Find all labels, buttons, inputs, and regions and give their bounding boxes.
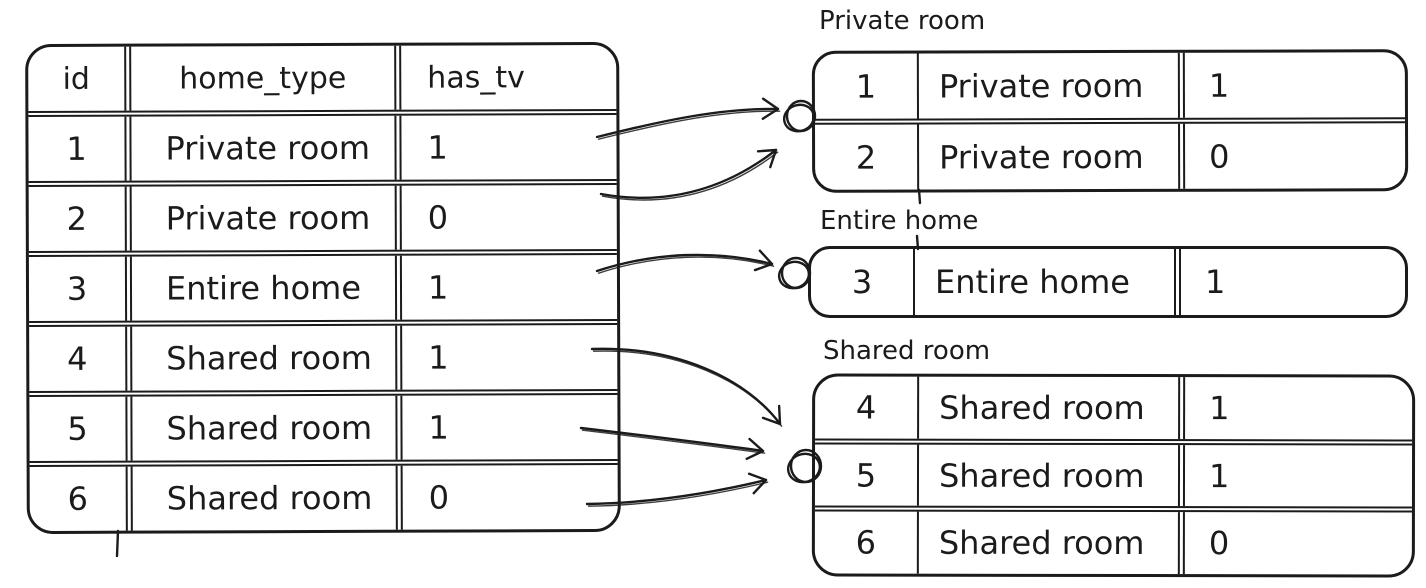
cell-has-tv: 1 <box>427 268 449 307</box>
cell-has-tv: 1 <box>1208 66 1230 105</box>
cell-home-type: Shared room <box>918 444 1186 507</box>
cell-home-type: Shared room <box>918 512 1185 575</box>
cell-id: 4 <box>29 326 133 392</box>
cell-home-type: Shared room <box>132 395 403 461</box>
group-label-shared-room: Shared room <box>823 336 991 366</box>
cell-id: 6 <box>29 466 133 532</box>
cell-home-type: Shared room <box>919 376 1186 439</box>
cell-has-tv: 1 <box>427 128 448 167</box>
table-row: 4 Shared room 1 <box>815 376 1413 446</box>
cell-has-tv: 1 <box>428 408 449 447</box>
cell-id: 6 <box>814 511 919 574</box>
column-header-id: id <box>28 46 132 112</box>
cell-id: 3 <box>28 256 133 322</box>
table-row: 1 Private room 1 <box>814 52 1406 125</box>
column-header-has-tv: has_tv <box>427 59 525 96</box>
cell-id: 3 <box>811 249 915 315</box>
cell-home-type: Shared room <box>132 325 403 391</box>
cell-id: 2 <box>28 186 132 252</box>
cell-home-type: Private room <box>918 52 1185 119</box>
table-row: 2 Private room 0 <box>28 184 617 258</box>
source-table: id home_type has_tv 1 Private room 1 2 P… <box>25 41 621 535</box>
table-row: 6 Shared room 0 <box>29 465 618 532</box>
table-row: 4 Shared room 1 <box>29 324 618 398</box>
table-row: 2 Private room 0 <box>815 123 1405 190</box>
connector-dot-entire-home <box>777 256 812 290</box>
cell-id: 2 <box>815 124 920 190</box>
table-row: 1 Private room 1 <box>28 114 617 188</box>
table-row: 3 Entire home 1 <box>811 249 1405 315</box>
cell-has-tv: 1 <box>1208 456 1230 495</box>
cell-has-tv: 0 <box>428 478 450 517</box>
cell-has-tv: 1 <box>428 338 449 377</box>
cell-has-tv: 0 <box>427 198 449 237</box>
cell-home-type: Shared room <box>132 465 403 531</box>
group-label-entire-home: Entire home <box>820 206 979 236</box>
cell-id: 5 <box>814 444 920 507</box>
cell-has-tv: 1 <box>1205 263 1226 301</box>
cell-home-type: Private room <box>131 185 402 251</box>
column-header-home-type: home_type <box>131 45 402 111</box>
table-row: 5 Shared room 1 <box>29 394 618 468</box>
cell-home-type: Entire home <box>131 255 403 321</box>
cell-id: 1 <box>28 116 132 182</box>
cell-home-type: Entire home <box>915 249 1181 315</box>
table-row: 3 Entire home 1 <box>28 254 618 328</box>
group-table-private-room: 1 Private room 1 2 Private room 0 <box>811 49 1409 193</box>
arrow-row1-to-private-room <box>595 97 780 139</box>
cell-id: 4 <box>815 376 920 439</box>
source-table-header-row: id home_type has_tv <box>28 44 617 118</box>
arrow-row3-to-entire-home <box>595 249 774 273</box>
cell-has-tv: 1 <box>1209 388 1230 428</box>
group-table-entire-home: 3 Entire home 1 <box>808 246 1408 318</box>
table-row: 6 Shared room 0 <box>814 511 1412 575</box>
cell-has-tv: 0 <box>1208 524 1230 563</box>
group-table-shared-room: 4 Shared room 1 5 Shared room 1 6 Shared… <box>811 373 1416 578</box>
cell-has-tv: 0 <box>1209 137 1230 176</box>
table-row: 5 Shared room 1 <box>814 444 1413 513</box>
cell-id: 1 <box>814 53 919 119</box>
arrow-row2-to-private-room <box>599 148 778 199</box>
cell-home-type: Private room <box>131 115 402 181</box>
cell-home-type: Private room <box>919 123 1186 190</box>
cell-id: 5 <box>29 396 133 462</box>
group-label-private-room: Private room <box>819 6 986 36</box>
